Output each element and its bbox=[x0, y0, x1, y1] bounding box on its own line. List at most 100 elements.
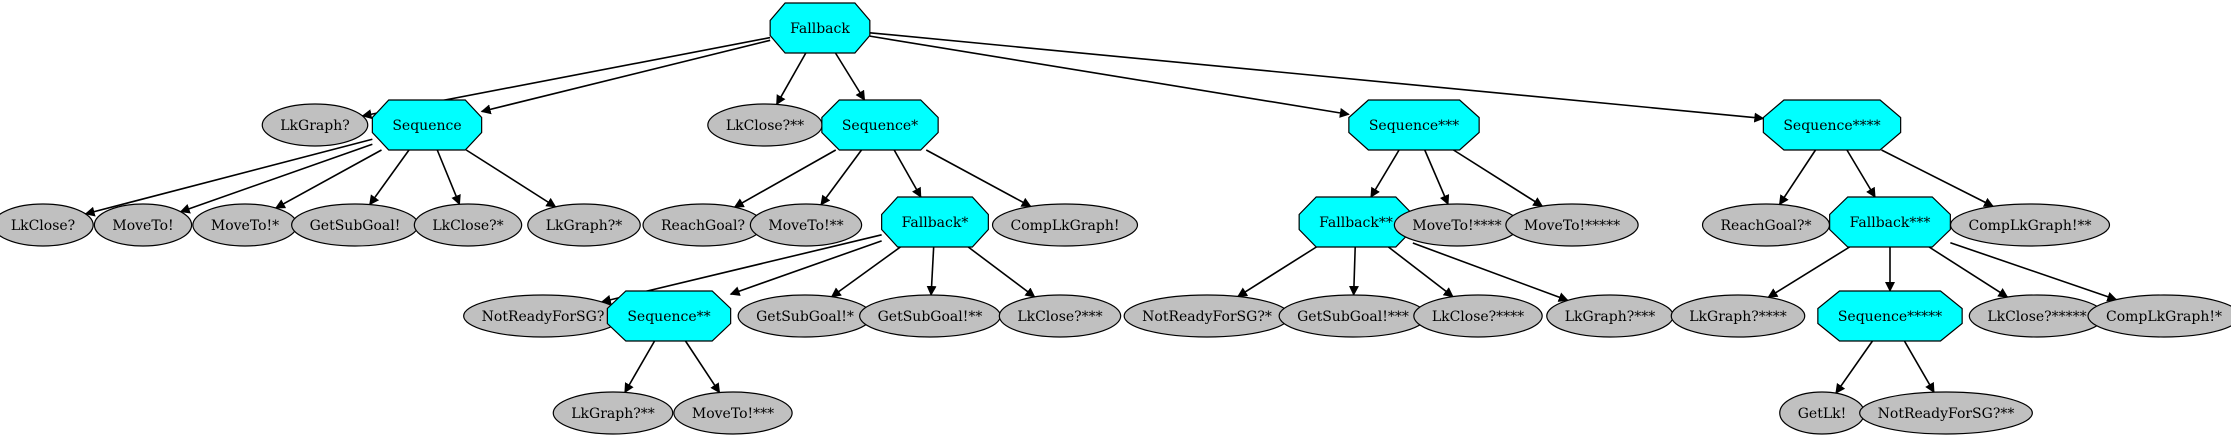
node-label: MoveTo!**** bbox=[1412, 218, 1501, 234]
control-octagon bbox=[1829, 196, 1951, 248]
edge-arrow bbox=[369, 149, 410, 206]
leaf-node-notreadyforsg--n26: NotReadyForSG?* bbox=[1123, 294, 1291, 338]
leaf-ellipse bbox=[2087, 294, 2231, 338]
leaf-node-moveto--n5: MoveTo!* bbox=[192, 203, 298, 247]
control-octagon bbox=[1817, 290, 1963, 342]
leaf-node-lkclose--n3: LkClose? bbox=[0, 203, 94, 247]
edge-arrow bbox=[830, 246, 901, 298]
leaf-node-lkgraph--n20: LkGraph?** bbox=[552, 391, 674, 435]
node-label: LkClose?***** bbox=[1987, 309, 2086, 325]
edge-n10-n11 bbox=[733, 149, 837, 208]
edge-arrow bbox=[729, 240, 882, 296]
leaf-ellipse bbox=[998, 294, 1122, 338]
edge-arrow bbox=[179, 143, 373, 214]
node-label: CompLkGraph!** bbox=[1969, 218, 2092, 234]
control-node-sequence--n35: Sequence***** bbox=[1817, 290, 1963, 342]
edge-arrow bbox=[869, 31, 1765, 123]
leaf-node-getsubgoal--n17: GetSubGoal!* bbox=[737, 294, 873, 338]
leaf-node-reachgoal--n31: ReachGoal?* bbox=[1701, 203, 1831, 247]
node-label: LkGraph?** bbox=[571, 406, 655, 422]
control-octagon bbox=[606, 290, 732, 342]
node-label: GetLk! bbox=[1798, 406, 1847, 422]
control-node-sequence--n30: Sequence**** bbox=[1762, 99, 1902, 151]
leaf-node-getsubgoal--n18: GetSubGoal!** bbox=[859, 294, 1001, 338]
node-label: MoveTo!** bbox=[768, 218, 843, 234]
node-label: Sequence*** bbox=[1369, 118, 1459, 134]
edge-n2-n6 bbox=[369, 149, 410, 206]
node-label: NotReadyForSG?** bbox=[1878, 406, 2015, 422]
leaf-ellipse bbox=[93, 203, 193, 247]
leaf-node-lkclose--n36: LkClose?***** bbox=[1968, 294, 2106, 338]
control-node-fallback--n23: Fallback** bbox=[1298, 196, 1414, 248]
control-node-fallback--n32: Fallback*** bbox=[1829, 196, 1951, 248]
leaf-node-lkclose--n28: LkClose?**** bbox=[1413, 294, 1543, 338]
edge-n32-n34 bbox=[1767, 246, 1850, 298]
edge-n16-n21 bbox=[684, 340, 721, 394]
leaf-node-lkgraph--n34: LkGraph?**** bbox=[1670, 294, 1806, 338]
edge-n30-n31 bbox=[1778, 149, 1817, 206]
edge-n10-n13 bbox=[893, 149, 922, 198]
node-label: NotReadyForSG? bbox=[482, 309, 605, 325]
node-label: LkClose? bbox=[11, 218, 75, 234]
node-label: GetSubGoal!*** bbox=[1297, 309, 1409, 325]
leaf-ellipse bbox=[1670, 294, 1806, 338]
edge-n13-n17 bbox=[830, 246, 901, 298]
edge-arrow bbox=[1928, 246, 2009, 298]
leaf-node-lkclose--n7: LkClose?* bbox=[413, 203, 523, 247]
edge-arrow bbox=[1237, 246, 1317, 298]
edge-n32-n36 bbox=[1928, 246, 2009, 298]
edge-arrow bbox=[893, 149, 922, 198]
leaf-node-getsubgoal--n6: GetSubGoal! bbox=[291, 203, 419, 247]
edge-arrow bbox=[926, 246, 937, 297]
control-node-sequence--n10: Sequence* bbox=[821, 99, 939, 151]
node-label: LkClose?**** bbox=[1432, 309, 1524, 325]
leaf-ellipse bbox=[749, 203, 863, 247]
edge-arrow bbox=[1835, 340, 1874, 394]
edge-n32-n37 bbox=[1950, 241, 2118, 302]
edge-arrow bbox=[869, 35, 1350, 118]
leaf-node-moveto--n4: MoveTo! bbox=[93, 203, 193, 247]
node-label: MoveTo!***** bbox=[1524, 218, 1620, 234]
edge-n30-n33 bbox=[1881, 149, 1995, 208]
control-octagon bbox=[371, 99, 483, 151]
node-label: Sequence***** bbox=[1838, 309, 1942, 325]
node-label: GetSubGoal!* bbox=[756, 309, 854, 325]
leaf-node-complkgraph--n33: CompLkGraph!** bbox=[1949, 203, 2111, 247]
edge-n2-n8 bbox=[465, 149, 557, 208]
edge-arrow bbox=[733, 149, 837, 208]
edge-arrow bbox=[84, 138, 373, 217]
edge-arrow bbox=[1846, 149, 1876, 198]
leaf-ellipse bbox=[552, 391, 674, 435]
edge-n0-n2 bbox=[480, 39, 771, 115]
edge-arrow bbox=[967, 246, 1036, 298]
node-label: Fallback** bbox=[1319, 215, 1393, 231]
node-label: CompLkGraph!* bbox=[2106, 309, 2222, 325]
control-octagon bbox=[1762, 99, 1902, 151]
leaf-node-notreadyforsg--n39: NotReadyForSG?** bbox=[1859, 391, 2033, 435]
leaf-node-complkgraph--n37: CompLkGraph!* bbox=[2087, 294, 2231, 338]
edge-n13-n18 bbox=[926, 246, 937, 297]
edge-arrow bbox=[1412, 242, 1569, 302]
control-octagon bbox=[821, 99, 939, 151]
edge-arrow bbox=[925, 149, 1032, 208]
edge-arrow bbox=[1370, 149, 1400, 198]
leaf-ellipse bbox=[413, 203, 523, 247]
edge-n0-n10 bbox=[834, 52, 866, 101]
leaf-node-lkclose--n19: LkClose?*** bbox=[998, 294, 1122, 338]
leaf-node-lkclose--n9: LkClose?** bbox=[707, 103, 823, 147]
control-node-sequence--n16: Sequence** bbox=[606, 290, 732, 342]
leaf-ellipse bbox=[991, 203, 1139, 247]
node-label: MoveTo!*** bbox=[692, 406, 774, 422]
edge-arrow bbox=[274, 149, 382, 209]
edge-arrow bbox=[1881, 149, 1995, 208]
edge-n30-n32 bbox=[1846, 149, 1876, 198]
node-label: Fallback* bbox=[902, 215, 969, 231]
leaf-ellipse bbox=[1859, 391, 2033, 435]
edge-arrow bbox=[834, 52, 866, 101]
edge-n2-n5 bbox=[274, 149, 382, 209]
edge-n0-n30 bbox=[869, 31, 1765, 123]
node-label: MoveTo! bbox=[112, 218, 173, 234]
leaf-ellipse bbox=[261, 103, 369, 147]
edge-n23-n28 bbox=[1387, 246, 1454, 298]
